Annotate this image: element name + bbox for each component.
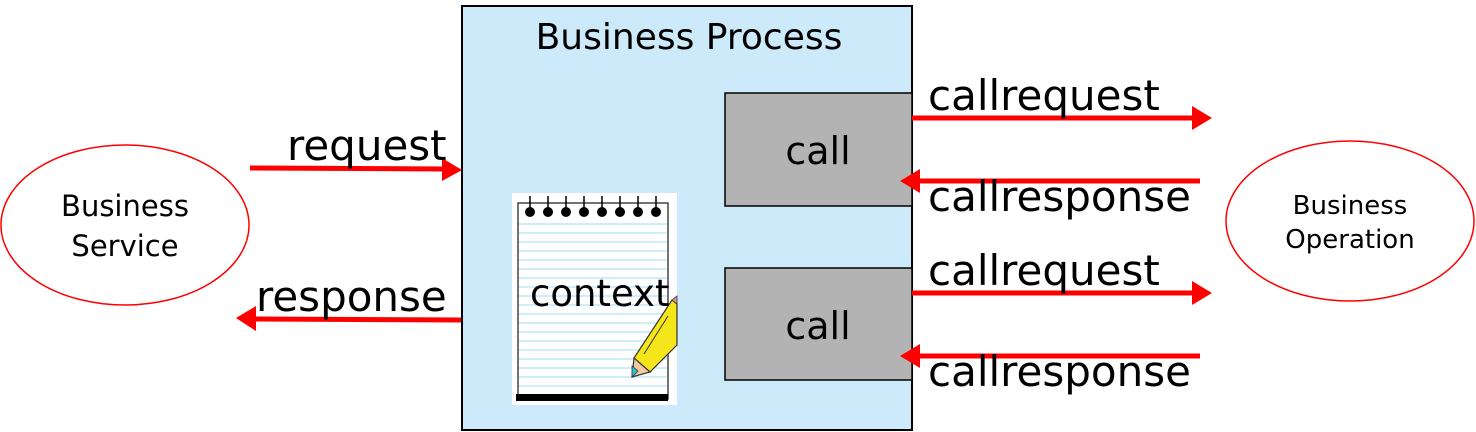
response-arrow: [236, 306, 462, 331]
callrequest-label-2: callrequest: [928, 246, 1160, 295]
context-notepad-icon: context: [512, 193, 678, 405]
callresponse-arrow-2: [900, 344, 1200, 368]
response-label: response: [256, 272, 447, 321]
business-service-label-line1: Business: [61, 189, 189, 223]
request-arrow: [249, 158, 462, 181]
call-box-1: call: [724, 92, 913, 207]
context-label: context: [530, 272, 669, 315]
callresponse-label-1: callresponse: [928, 172, 1191, 221]
call-label-1: call: [785, 129, 850, 173]
pencil-icon: [631, 295, 678, 378]
call-label-2: call: [785, 304, 850, 348]
callrequest-arrow-1: [912, 106, 1212, 130]
callresponse-arrow-1: [900, 169, 1200, 193]
business-operation-node: Business Operation: [1225, 140, 1475, 302]
business-operation-label-line1: Business: [1293, 191, 1408, 221]
business-service-label-line2: Service: [71, 229, 178, 263]
business-service-node: Business Service: [0, 144, 250, 306]
business-operation-label-line2: Operation: [1285, 225, 1414, 255]
business-process-title: Business Process: [536, 17, 843, 58]
callrequest-arrow-2: [912, 281, 1212, 305]
callresponse-label-2: callresponse: [928, 347, 1191, 396]
call-box-2: call: [724, 267, 913, 381]
callrequest-label-1: callrequest: [928, 71, 1160, 120]
request-label: request: [287, 121, 447, 170]
